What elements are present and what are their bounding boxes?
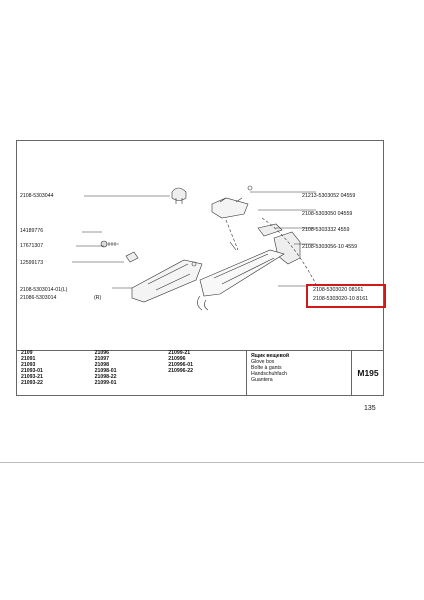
- table-row: 21091 21097 210996: [21, 356, 186, 362]
- section-code: M195: [357, 367, 379, 378]
- part-name-ru: Ящик вещевой: [251, 353, 290, 359]
- table-separator: [16, 350, 384, 351]
- exploded-parts-diagram: [72, 185, 319, 311]
- callout-label: 21086-5303014: [20, 295, 57, 301]
- model-table: 2109 21096 21099-21 21091 21097 210996 2…: [17, 350, 246, 386]
- bracket-part: [257, 223, 283, 237]
- stopper-part: [273, 231, 301, 265]
- table-row: 21093-22 21099-01: [21, 380, 117, 386]
- part-name-box: Ящик вещевой Glove box Boîte à gants Han…: [246, 350, 352, 395]
- part-name-it: Guantera: [251, 377, 273, 383]
- part-name-de: Handschuhfach: [251, 371, 288, 377]
- table-row: 2109 21096 21099-21: [21, 350, 191, 356]
- callout-label: 14189776: [20, 228, 44, 234]
- callout-label: 2108-5303056-10 4559: [302, 244, 358, 250]
- diagram-frame: [16, 140, 384, 396]
- callout-label: 2108-5303044: [20, 193, 54, 199]
- knob-part: [171, 187, 187, 204]
- callout-label: 2108-5303332 4559: [302, 227, 350, 233]
- screw-part: [100, 240, 119, 248]
- callout-label: 2108-5303014-01(L): [20, 287, 68, 293]
- table-row: 21093-21 21098-22: [21, 374, 117, 380]
- glove-box-lid-part: [197, 249, 285, 311]
- callout-label: 17671307: [20, 243, 44, 249]
- highlight-box: [306, 284, 386, 308]
- table-row: 21093 21098 210996-01: [21, 362, 194, 368]
- callout-label: 2108-5303020 08161: [313, 287, 364, 293]
- page-divider: [0, 462, 424, 463]
- hinge-bracket-part: [131, 259, 203, 303]
- callout-label: (R): [94, 295, 102, 301]
- part-name-fr: Boîte à gants: [251, 365, 282, 371]
- callout-label: 2108-5303020-10 8161: [313, 296, 369, 302]
- callout-label: 12599173: [20, 260, 44, 266]
- callout-label: 21213-5303052 04559: [302, 193, 356, 199]
- table-row: 21093-01 21098-01 210996-22: [21, 368, 194, 374]
- clip-part: [125, 251, 139, 263]
- part-name-en: Glove box: [251, 359, 275, 365]
- callout-label: 2108-5303050 04559: [302, 211, 353, 217]
- latch-part: [211, 185, 253, 219]
- page-number: 135: [364, 405, 376, 412]
